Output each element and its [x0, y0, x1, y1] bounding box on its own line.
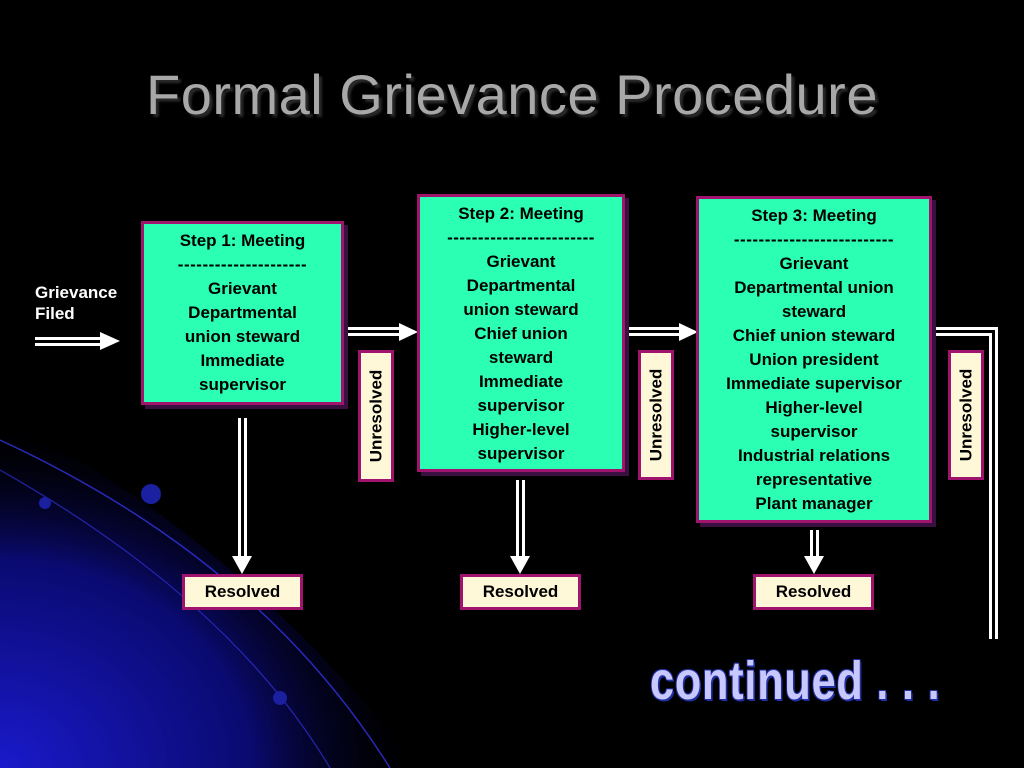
- step2-participant: supervisor: [477, 396, 565, 415]
- step1-participant: Departmental: [188, 303, 297, 322]
- arrow-step1-to-step2: [348, 327, 400, 330]
- arrow-filed: [35, 337, 100, 340]
- continued-footer: continued . . .: [650, 651, 941, 711]
- page-title: Formal Grievance Procedure: [146, 63, 878, 126]
- arrow-step2-down: [516, 480, 519, 558]
- step2-participant: steward: [488, 348, 554, 367]
- decor-dot: [39, 497, 51, 509]
- step3-participant: Plant manager: [755, 494, 873, 513]
- unresolved-label-step1: Unresolved: [358, 350, 394, 482]
- resolved-label-step2: Resolved: [460, 574, 581, 610]
- step3-participant: Industrial relations: [737, 446, 891, 465]
- step3-participant: Immediate supervisor: [726, 374, 902, 393]
- decor-dot: [273, 691, 287, 705]
- step3-participant: Chief union steward: [732, 326, 896, 345]
- step3-participant: supervisor: [770, 422, 858, 441]
- step1-divider: ---------------------: [177, 255, 308, 274]
- step2-participant: supervisor: [477, 444, 565, 463]
- grievance-filed-label: Grievance Filed: [35, 283, 118, 323]
- step1-participant: Immediate: [200, 351, 285, 370]
- step1-participant: union steward: [184, 327, 301, 346]
- resolved-label-step1: Resolved: [182, 574, 303, 610]
- step3-box: Step 3: Meeting ------------------------…: [696, 196, 932, 523]
- step3-heading: Step 3: Meeting: [751, 206, 877, 225]
- step1-heading: Step 1: Meeting: [179, 231, 306, 250]
- connector-step3-right: [932, 327, 998, 330]
- step2-participant: Chief union: [474, 324, 568, 343]
- step3-participant: Higher-level: [765, 398, 863, 417]
- step3-divider: --------------------------: [733, 230, 895, 249]
- step2-participant: Higher-level: [472, 420, 570, 439]
- step1-box: Step 1: Meeting --------------------- Gr…: [141, 221, 344, 405]
- step2-heading: Step 2: Meeting: [458, 204, 584, 223]
- step1-participant: supervisor: [199, 375, 286, 394]
- unresolved-label-step3: Unresolved: [948, 350, 984, 480]
- step1-participant: Grievant: [208, 279, 277, 298]
- step2-box: Step 2: Meeting ------------------------…: [417, 194, 625, 472]
- resolved-label-step3: Resolved: [753, 574, 874, 610]
- step2-participant: Immediate: [478, 372, 564, 391]
- step3-participant: Grievant: [779, 254, 849, 273]
- step2-participant: Departmental: [466, 276, 576, 295]
- arrow-step2-to-step3: [627, 327, 680, 330]
- step3-participant: Departmental union: [734, 278, 894, 297]
- step3-participant: representative: [755, 470, 873, 489]
- arrow-step1-down: [238, 418, 241, 558]
- step3-participant: steward: [781, 302, 847, 321]
- step3-participant: Union president: [749, 350, 879, 369]
- decor-dot: [141, 484, 161, 504]
- arrow-step3-down: [810, 530, 813, 558]
- step2-participant: Grievant: [486, 252, 556, 271]
- step2-divider: ------------------------: [447, 228, 595, 247]
- step2-participant: union steward: [463, 300, 579, 319]
- unresolved-label-step2: Unresolved: [638, 350, 674, 480]
